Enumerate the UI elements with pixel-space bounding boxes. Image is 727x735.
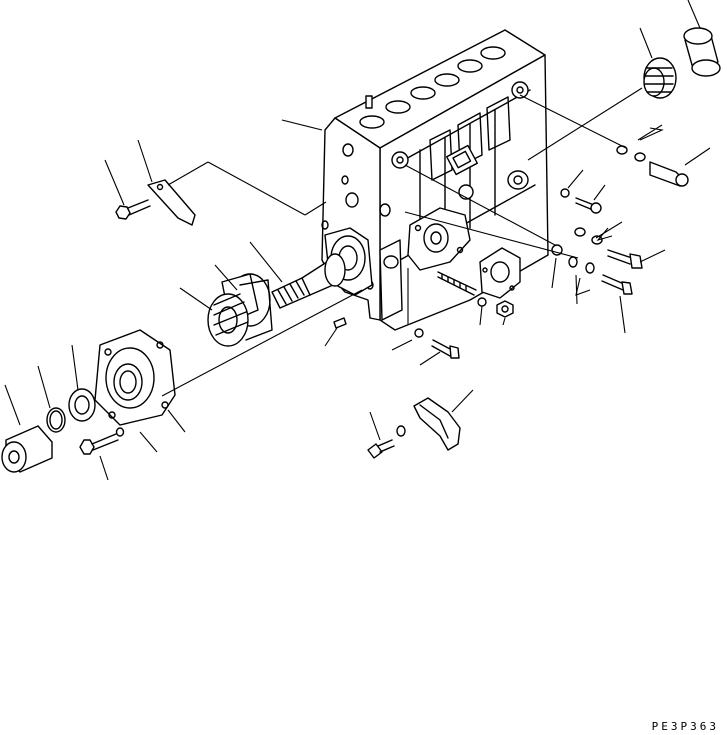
bracket-bolt-lower[interactable] bbox=[367, 439, 395, 459]
feed-pump-gasket[interactable] bbox=[479, 247, 521, 299]
leader-lines bbox=[4, 0, 711, 481]
crescent-bracket[interactable] bbox=[413, 397, 461, 451]
oil-seal[interactable] bbox=[68, 388, 96, 422]
bearing-bushing[interactable] bbox=[683, 27, 721, 77]
feed-pump-mounting-plate[interactable] bbox=[407, 207, 471, 271]
bracket-bolt[interactable] bbox=[115, 199, 151, 220]
drawing-code: PE3P363 bbox=[651, 720, 719, 733]
bearing-cup[interactable] bbox=[239, 279, 273, 341]
snap-ring[interactable] bbox=[46, 407, 66, 433]
washer[interactable] bbox=[477, 297, 487, 307]
bearing-cover[interactable] bbox=[94, 329, 176, 426]
lock-washer[interactable] bbox=[115, 427, 125, 437]
plug-bolt[interactable] bbox=[414, 328, 460, 359]
long-bolt-right[interactable] bbox=[601, 274, 633, 295]
washer-right-lower[interactable] bbox=[568, 256, 595, 274]
camshaft-end[interactable] bbox=[271, 253, 346, 309]
washer-right-upper[interactable] bbox=[616, 145, 646, 162]
cover-bolt[interactable] bbox=[79, 433, 119, 455]
washer-right-mid[interactable] bbox=[551, 227, 603, 256]
bracket-plate[interactable] bbox=[147, 179, 196, 226]
hex-nut[interactable] bbox=[496, 300, 514, 318]
banjo-bolt[interactable] bbox=[607, 249, 643, 269]
tapered-roller-bearing-cone[interactable] bbox=[207, 273, 271, 347]
woodruff-key[interactable] bbox=[333, 317, 347, 329]
hollow-screw[interactable] bbox=[649, 161, 689, 187]
coupling-sleeve[interactable] bbox=[1, 425, 53, 473]
small-bolt-right[interactable] bbox=[560, 188, 602, 214]
stud-bolt[interactable] bbox=[437, 271, 477, 296]
bearing-cone-right[interactable] bbox=[643, 57, 677, 99]
bracket-washer[interactable] bbox=[396, 425, 406, 437]
